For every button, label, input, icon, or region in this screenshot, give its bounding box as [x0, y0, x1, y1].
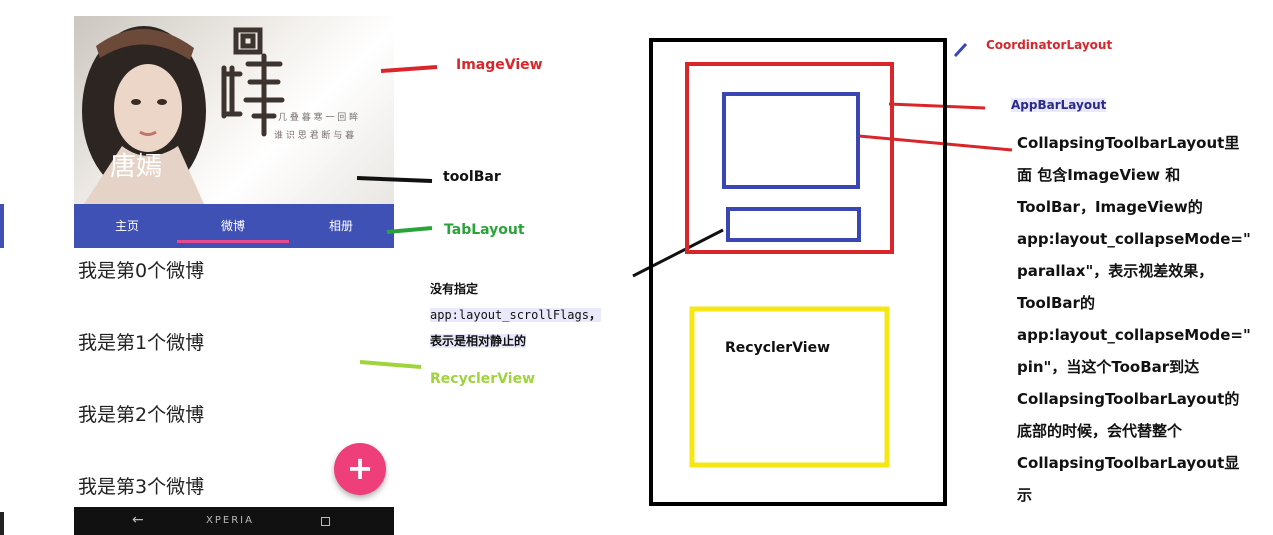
description-line: 面 包含ImageView 和 [1017, 166, 1181, 184]
tablayout-pointer [386, 226, 433, 234]
description-line: ToolBar，ImageView的 [1017, 198, 1203, 216]
collapsing-description: CollapsingToolbarLayout里 面 包含ImageView 和… [1017, 127, 1262, 511]
appbar-pointer [888, 102, 986, 110]
header-name: 唐嫣 [110, 152, 163, 182]
description-line: app:layout_collapseMode=" [1017, 230, 1251, 248]
tab-weibo[interactable]: 微博 [220, 219, 245, 233]
note-line: 没有指定 [430, 282, 479, 296]
tab-indicator [177, 240, 289, 243]
coordinator-pointer [953, 42, 968, 58]
recyclerview-pointer [359, 360, 422, 369]
note-text: 表示是相对静止的 [430, 334, 527, 348]
list-item-text: 我是第3个微博 [78, 476, 205, 498]
back-icon[interactable]: ← [132, 512, 144, 528]
list-item-text: 我是第0个微博 [78, 260, 205, 282]
note-line: 表示是相对静止的 [430, 328, 601, 354]
imageview-label: ImageView [456, 57, 543, 73]
svg-text:几 叠 暮 寒 一 回 眸: 几 叠 暮 寒 一 回 眸 [278, 111, 358, 123]
brand-label: XPERIA [206, 515, 254, 526]
description-line: pin"，当这个TooBar到达 [1017, 358, 1200, 376]
diagram-recyclerview-label: RecyclerView [725, 340, 831, 356]
tab-home[interactable]: 主页 [114, 219, 139, 233]
appbar-label: AppBarLayout [1011, 98, 1107, 112]
left-edge-strip [0, 204, 4, 248]
note-pointer [632, 228, 724, 278]
scroll-flags-note: 没有指定 app:layout_scrollFlags， 表示是相对静止的 [430, 276, 601, 354]
tab-album[interactable]: 相册 [328, 219, 353, 233]
recyclerview-label: RecyclerView [430, 371, 536, 387]
list-item[interactable]: 我是第0个微博 [74, 248, 394, 321]
tablayout-label: TabLayout [444, 222, 525, 238]
description-line: CollapsingToolbarLayout的 [1017, 390, 1240, 408]
toolbar-label: toolBar [443, 169, 501, 185]
portrait-illustration: 几 叠 暮 寒 一 回 眸 谁 识 思 君 断 与 暮 [82, 26, 358, 204]
system-nav-bar: ← XPERIA [74, 507, 394, 535]
note-line: app:layout_scrollFlags， [430, 302, 601, 328]
list-item[interactable]: 我是第1个微博 [74, 320, 394, 393]
list-item-text: 我是第1个微博 [78, 332, 205, 354]
recent-apps-icon[interactable] [321, 517, 330, 526]
collapsing-pointer [858, 134, 1013, 152]
coordinator-layout-box [649, 38, 947, 506]
description-line: ToolBar的 [1017, 294, 1095, 312]
svg-text:谁 识 思 君 断 与 暮: 谁 识 思 君 断 与 暮 [274, 129, 354, 141]
description-line: CollapsingToolbarLayout显 [1017, 454, 1240, 472]
tab-bar: 主页 微博 相册 [74, 204, 394, 248]
note-suffix: ， [588, 308, 601, 322]
add-fab-button[interactable]: + [334, 443, 386, 495]
description-line: 底部的时候，会代替整个 [1017, 422, 1183, 440]
left-edge-strip-dark [0, 512, 4, 535]
toolbar-pointer [356, 176, 433, 183]
coordinator-label: CoordinatorLayout [986, 38, 1113, 52]
imageview-pointer [380, 65, 438, 73]
list-item-text: 我是第2个微博 [78, 404, 205, 426]
header-image: 几 叠 暮 寒 一 回 眸 谁 识 思 君 断 与 暮 唐嫣 [74, 16, 394, 204]
appbar-layout-box [685, 62, 894, 254]
description-line: 示 [1017, 486, 1033, 504]
description-line: CollapsingToolbarLayout里 [1017, 134, 1240, 152]
note-code: app:layout_scrollFlags [430, 308, 589, 322]
imageview-box [722, 92, 860, 189]
description-line: app:layout_collapseMode=" [1017, 326, 1251, 344]
toolbar-box [726, 207, 861, 242]
description-line: parallax"，表示视差效果， [1017, 262, 1214, 280]
recyclerview-box [689, 306, 890, 468]
